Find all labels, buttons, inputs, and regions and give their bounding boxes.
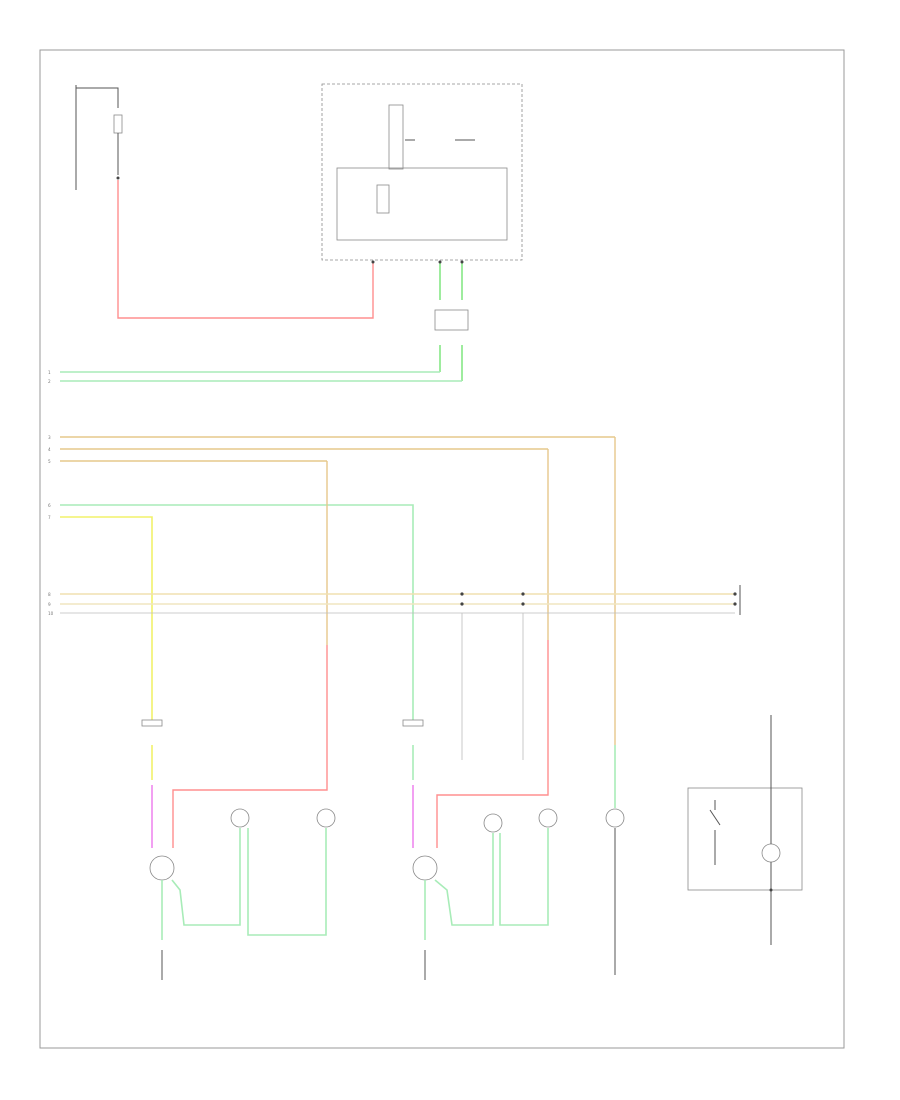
- left-lamp-2: [316, 808, 336, 828]
- svg-text:2: 2: [48, 379, 51, 384]
- module-inner-element: [376, 184, 390, 214]
- right-lamp-1: [483, 813, 503, 833]
- fuse-block-top-left: [75, 85, 123, 190]
- left-connector-1: [141, 719, 163, 727]
- instrument-cluster-module: [321, 83, 523, 261]
- wire-green-left-loop: [171, 828, 241, 926]
- svg-text:3: 3: [48, 435, 51, 440]
- wire-green-left-loop2: [247, 828, 327, 936]
- svg-text:5: 5: [48, 459, 51, 464]
- svg-text:6: 6: [48, 503, 51, 508]
- wire-green-right-loop: [434, 833, 494, 926]
- diagram-frame: [39, 49, 845, 1049]
- svg-text:10: 10: [48, 611, 54, 616]
- right-lamp-2: [538, 808, 558, 828]
- svg-text:9: 9: [48, 602, 51, 607]
- wire-pink-left: [172, 645, 328, 848]
- wire-green-lower: [60, 504, 414, 720]
- wire-pink-right: [436, 640, 549, 848]
- right-socket: [412, 855, 438, 881]
- svg-text:1: 1: [48, 370, 51, 375]
- right-connector-1: [402, 719, 424, 727]
- right-box-lamp: [761, 843, 781, 863]
- svg-text:8: 8: [48, 592, 51, 597]
- center-lamp: [605, 808, 625, 828]
- wire-pink-power: [117, 180, 374, 319]
- left-lamp-1: [230, 808, 250, 828]
- module-top-element: [388, 104, 404, 170]
- wire-yellow: [60, 516, 153, 720]
- svg-text:4: 4: [48, 447, 51, 452]
- right-switch-box: [687, 787, 803, 891]
- left-socket: [149, 855, 175, 881]
- wire-green-right-loop2: [499, 828, 549, 926]
- module-inner-box: [336, 167, 508, 241]
- svg-text:7: 7: [48, 515, 51, 520]
